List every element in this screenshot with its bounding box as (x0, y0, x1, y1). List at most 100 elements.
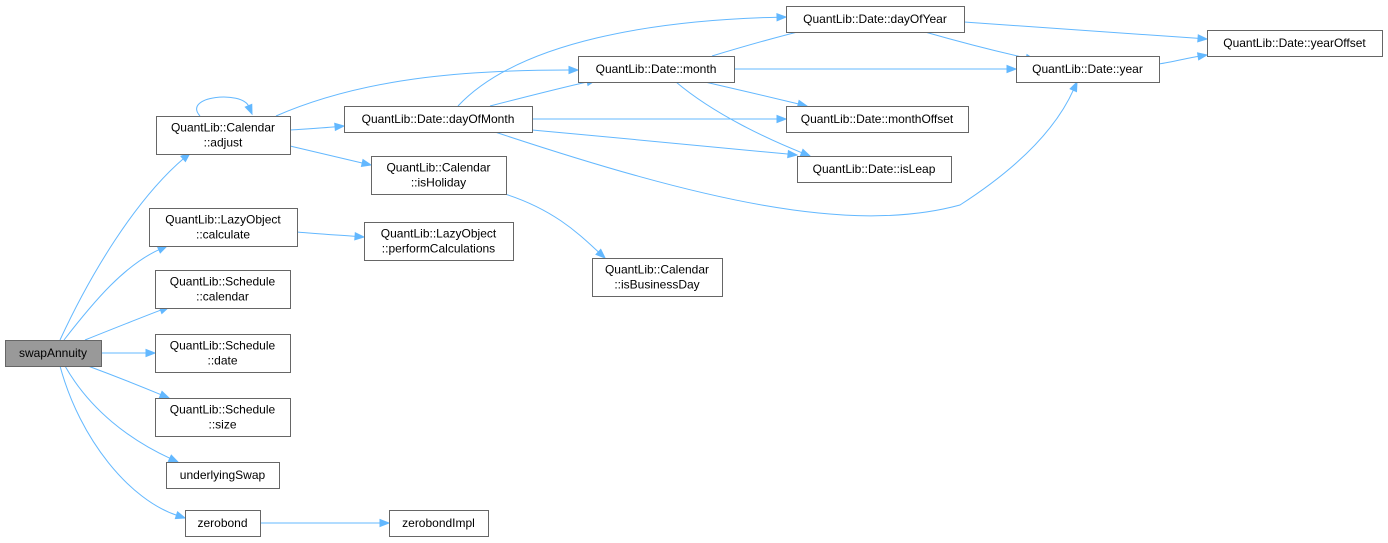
edge-swapAnnuity-to-calculate (63, 245, 169, 341)
node-label: QuantLib::Date::dayOfMonth (362, 112, 515, 126)
node-box (1016, 56, 1160, 83)
edge-swapAnnuity-to-underlyingSwap (64, 365, 180, 463)
node-adjust[interactable]: QuantLib::Calendar::adjust (156, 116, 291, 155)
arrowhead-icon (799, 148, 812, 157)
node-calculate[interactable]: QuantLib::LazyObject::calculate (149, 208, 298, 247)
node-box (592, 258, 723, 297)
node-schedSize[interactable]: QuantLib::Schedule::size (155, 398, 291, 437)
node-box (155, 270, 291, 309)
node-dayOfMonth[interactable]: QuantLib::Date::dayOfMonth (344, 106, 533, 133)
node-box (578, 56, 735, 83)
node-box (5, 340, 102, 367)
edge-line (924, 31, 1028, 59)
edge-line (1158, 55, 1200, 65)
node-month[interactable]: QuantLib::Date::month (578, 56, 735, 83)
node-box (364, 222, 514, 261)
node-box (166, 462, 280, 489)
node-label: ::isBusinessDay (614, 278, 699, 292)
edge-zerobond-to-zerobondImpl (259, 518, 391, 528)
node-label: ::calendar (196, 290, 249, 304)
arrowhead-icon (1196, 52, 1209, 61)
node-box (156, 116, 291, 155)
arrowhead-icon (1069, 80, 1078, 93)
node-box (1207, 30, 1383, 57)
edge-line (63, 248, 160, 341)
node-box (185, 510, 261, 537)
edge-line (296, 231, 357, 237)
node-zerobond[interactable]: zerobond (185, 510, 261, 537)
node-swapAnnuity: swapAnnuity (5, 340, 102, 367)
edge-dayOfMonth-to-isLeap (531, 129, 799, 159)
node-label: swapAnnuity (19, 346, 87, 360)
arrowhead-icon (787, 149, 799, 159)
edge-line (59, 157, 185, 341)
arrowhead-icon (595, 248, 607, 259)
node-label: QuantLib::Date::dayOfYear (803, 12, 947, 26)
node-schedCalendar[interactable]: QuantLib::Schedule::calendar (155, 270, 291, 309)
edge-swapAnnuity-to-schedDate (101, 348, 157, 358)
edge-line (675, 81, 803, 154)
node-label: ::performCalculations (382, 242, 495, 256)
node-label: QuantLib::Schedule (170, 275, 276, 289)
node-label: QuantLib::Calendar (386, 161, 490, 175)
node-label: ::adjust (204, 136, 243, 150)
node-box (155, 398, 291, 437)
edge-line (87, 365, 162, 396)
node-label: ::date (207, 354, 237, 368)
node-label: QuantLib::Date::isLeap (813, 162, 936, 176)
arrowhead-icon (167, 454, 180, 463)
node-label: QuantLib::Schedule (170, 339, 276, 353)
node-label: QuantLib::LazyObject (381, 227, 497, 241)
node-label: QuantLib::LazyObject (165, 213, 281, 227)
arrowhead-icon (354, 232, 366, 241)
node-box (786, 6, 965, 33)
node-isBusinessDay[interactable]: QuantLib::Calendar::isBusinessDay (592, 258, 723, 297)
arrowhead-icon (776, 12, 788, 22)
node-isHoliday[interactable]: QuantLib::Calendar::isHoliday (371, 156, 507, 195)
arrowhead-icon (776, 114, 788, 124)
node-label: zerobond (197, 516, 247, 530)
arrowhead-icon (174, 511, 187, 520)
arrowhead-icon (156, 245, 169, 254)
node-label: QuantLib::Date::yearOffset (1223, 36, 1366, 50)
arrowhead-icon (145, 348, 157, 358)
arrowhead-icon (244, 103, 253, 116)
edge-dayOfMonth-to-monthOffset (532, 114, 788, 124)
edge-dayOfMonth-to-dayOfYear (457, 12, 788, 107)
node-box (797, 156, 952, 183)
edge-adjust-to-dayOfMonth (289, 122, 346, 132)
edge-line (704, 81, 800, 105)
edge-line (289, 145, 364, 164)
edge-swapAnnuity-to-schedSize (87, 365, 171, 399)
arrowhead-icon (334, 122, 346, 132)
node-box (344, 106, 533, 133)
edge-month-to-monthOffset (704, 81, 809, 108)
arrowhead-icon (1006, 64, 1018, 74)
node-year[interactable]: QuantLib::Date::year (1016, 56, 1160, 83)
node-performCalculations[interactable]: QuantLib::LazyObject::performCalculation… (364, 222, 514, 261)
arrowhead-icon (568, 65, 580, 75)
edge-line (64, 365, 171, 460)
edge-adjust-to-isHoliday (289, 145, 373, 168)
edge-line (84, 309, 162, 341)
node-box (786, 106, 969, 133)
edge-line (457, 16, 779, 107)
node-underlyingSwap[interactable]: underlyingSwap (166, 462, 280, 489)
edge-line (289, 126, 337, 131)
node-monthOffset[interactable]: QuantLib::Date::monthOffset (786, 106, 969, 133)
node-dayOfYear[interactable]: QuantLib::Date::dayOfYear (786, 6, 965, 33)
node-label: QuantLib::Calendar (171, 121, 275, 135)
node-label: underlyingSwap (180, 468, 266, 482)
edge-line (275, 69, 571, 117)
arrowhead-icon (158, 390, 171, 399)
node-box (371, 156, 507, 195)
node-isLeap[interactable]: QuantLib::Date::isLeap (797, 156, 952, 183)
edge-line (504, 193, 600, 253)
nodes-layer: swapAnnuityQuantLib::Calendar::adjustQua… (5, 6, 1383, 537)
node-yearOffset[interactable]: QuantLib::Date::yearOffset (1207, 30, 1383, 57)
node-schedDate[interactable]: QuantLib::Schedule::date (155, 334, 291, 373)
node-label: QuantLib::Date::monthOffset (801, 112, 954, 126)
edge-isHoliday-to-isBusinessDay (504, 193, 607, 259)
node-zerobondImpl[interactable]: zerobondImpl (389, 510, 489, 537)
